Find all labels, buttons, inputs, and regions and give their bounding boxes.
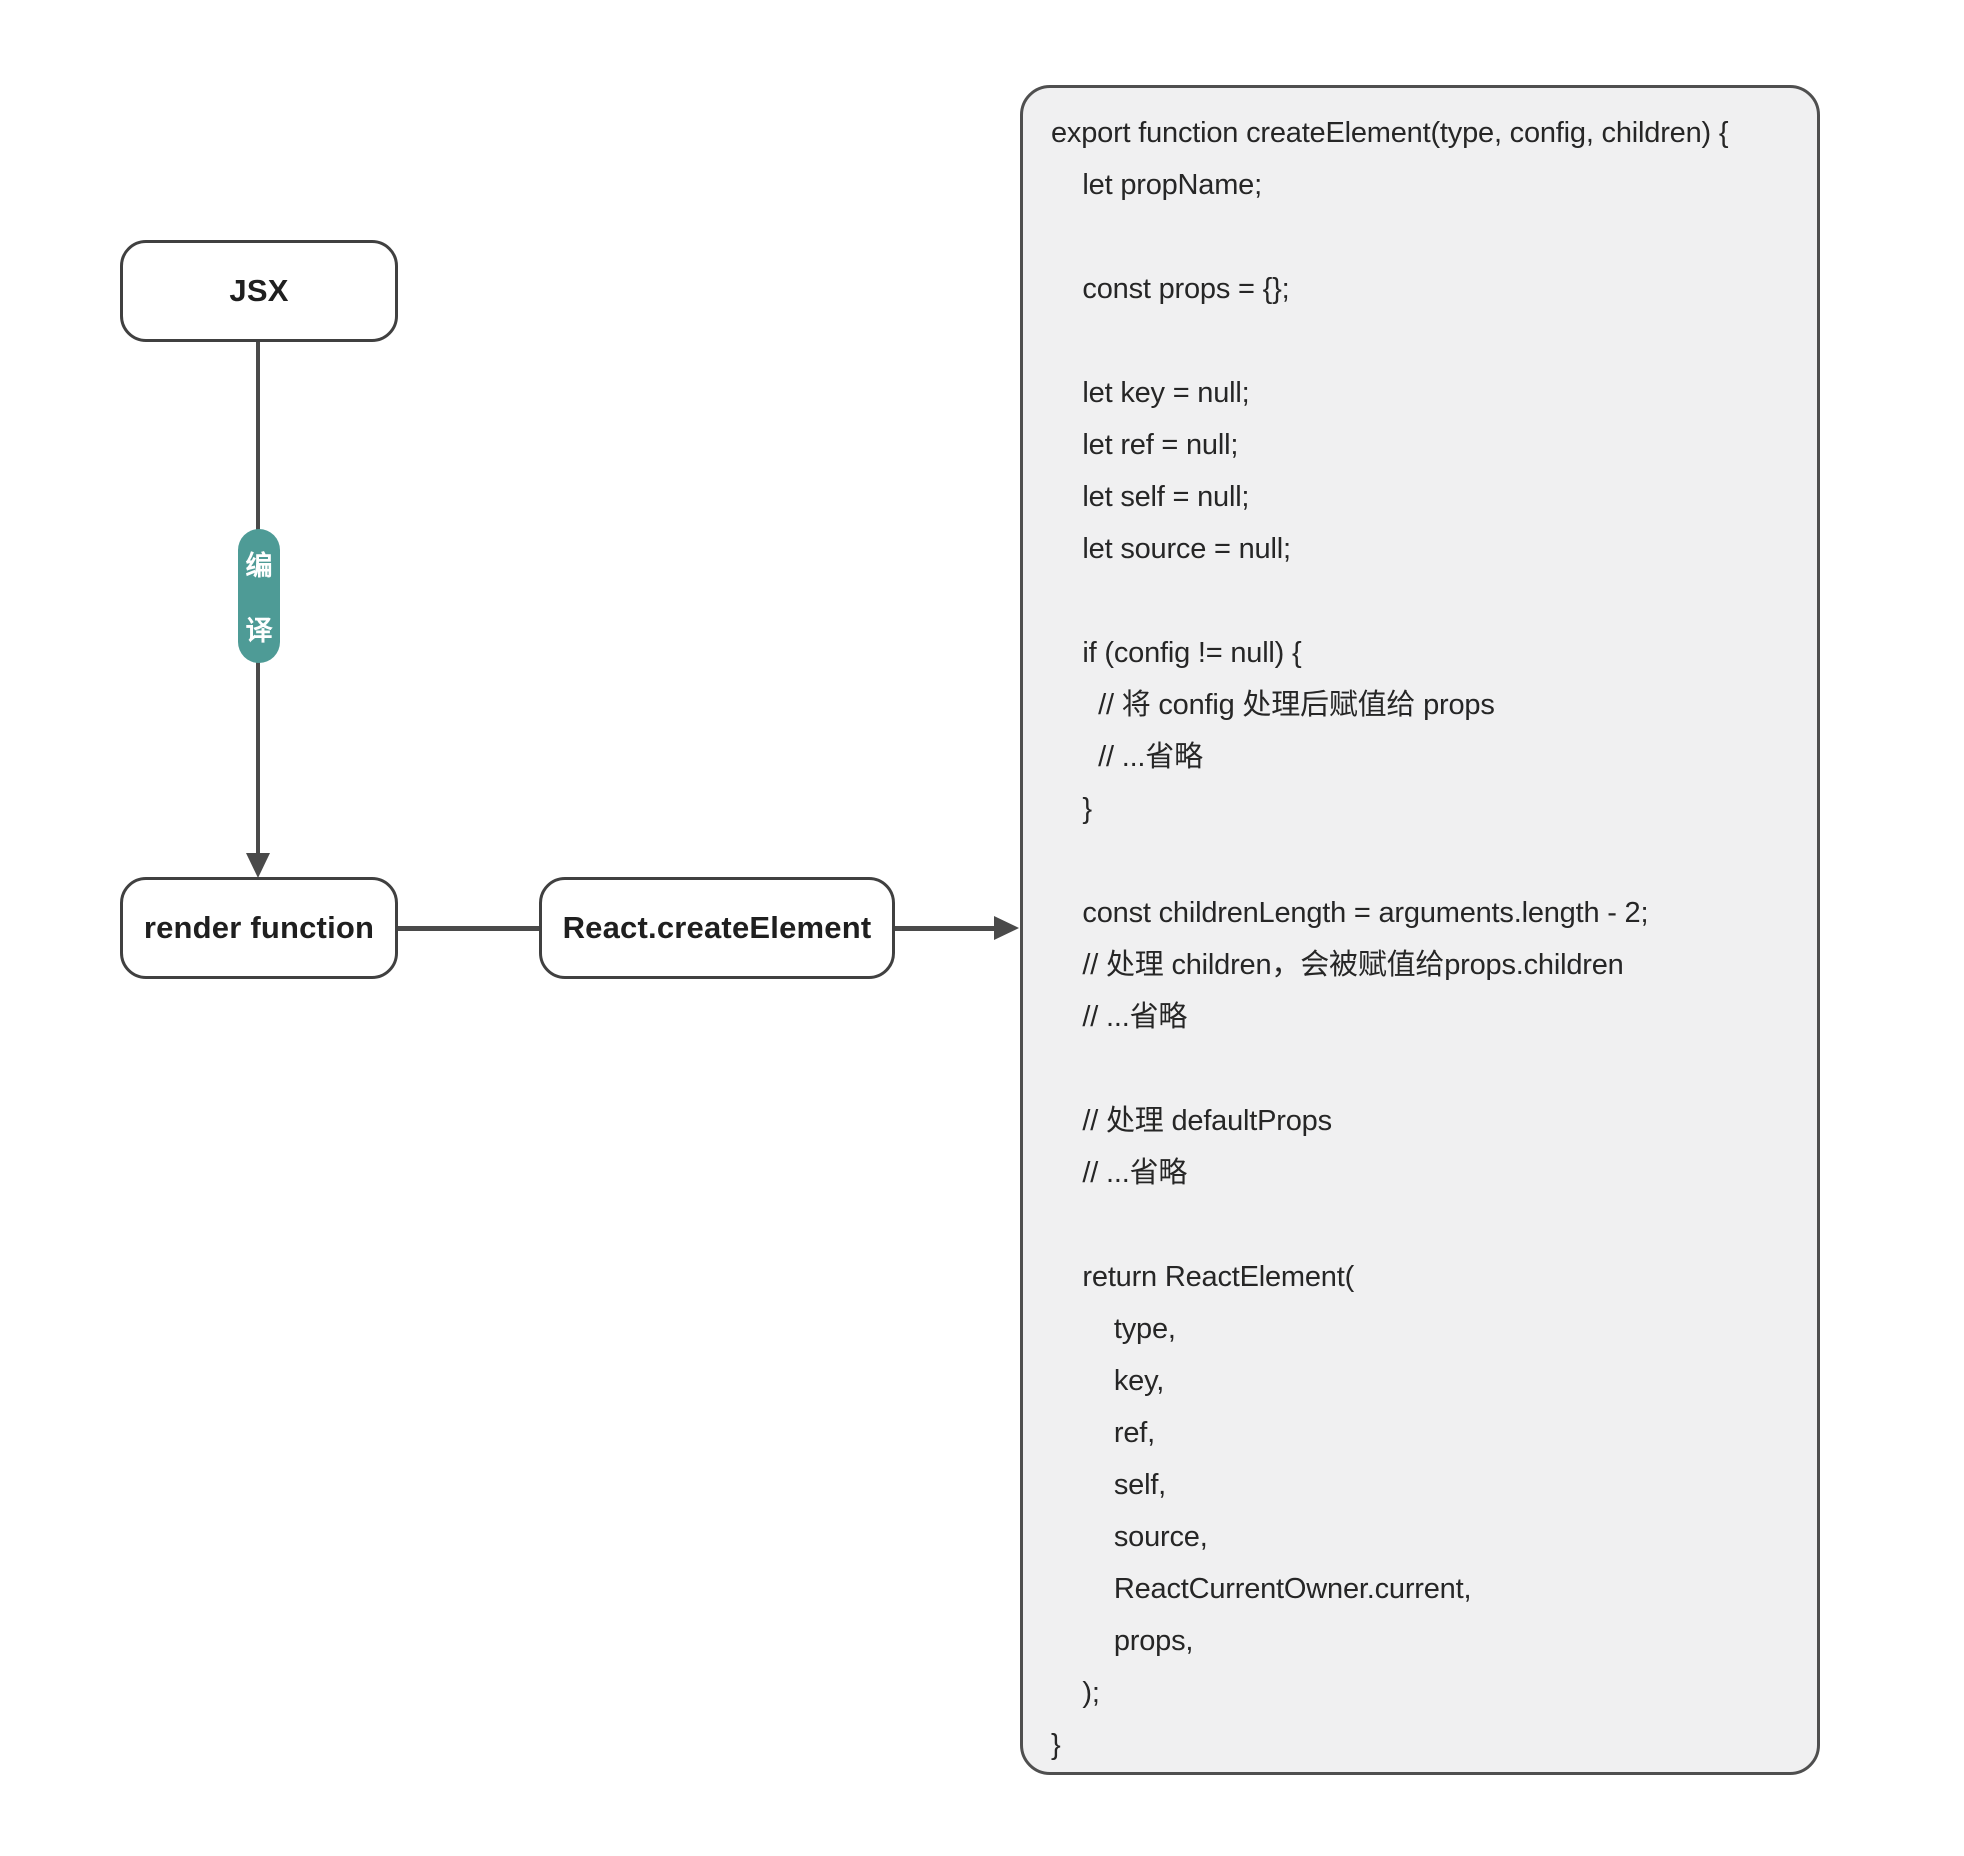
code-line: // ...省略 [1051, 1001, 1188, 1033]
code-line [1051, 1043, 1797, 1095]
code-line: ReactCurrentOwner.current, [1051, 1573, 1472, 1605]
code-line: // ...省略 [1051, 741, 1203, 773]
code-line [1051, 575, 1797, 627]
render-function-node-label: render function [143, 910, 375, 945]
code-line: // 将 config 处理后赋值给 props [1051, 689, 1495, 721]
code-line: // 处理 children，会被赋值给props.children [1051, 949, 1624, 981]
code-line: const props = {}; [1051, 273, 1290, 305]
code-line: if (config != null) { [1051, 637, 1302, 669]
code-line: ); [1051, 1677, 1100, 1709]
jsx-node-label: JSX [229, 273, 289, 308]
compile-pill-char-top: 编 [245, 551, 273, 581]
create-element-node-label: React.createElement [562, 910, 872, 945]
code-line: source, [1051, 1521, 1208, 1553]
jsx-node: JSX [120, 240, 398, 342]
code-line: let source = null; [1051, 533, 1291, 565]
compile-pill: 编 译 [238, 529, 280, 663]
code-line: key, [1051, 1365, 1165, 1397]
code-line [1051, 315, 1797, 367]
code-panel: export function createElement(type, conf… [1020, 85, 1820, 1775]
render-function-node: render function [120, 877, 398, 979]
code-line: let self = null; [1051, 481, 1250, 513]
arrowhead-down-icon [246, 853, 270, 878]
code-line: self, [1051, 1469, 1167, 1501]
code-line: props, [1051, 1625, 1194, 1657]
code-line [1051, 1199, 1797, 1251]
code-line: let ref = null; [1051, 429, 1239, 461]
create-element-node: React.createElement [539, 877, 895, 979]
code-line: let key = null; [1051, 377, 1250, 409]
code-line: let propName; [1051, 169, 1262, 201]
code-line: type, [1051, 1313, 1176, 1345]
code-line: const childrenLength = arguments.length … [1051, 897, 1649, 929]
code-line: return ReactElement( [1051, 1261, 1355, 1293]
connector-create-to-code [895, 926, 997, 931]
compile-pill-char-bottom: 译 [245, 616, 273, 646]
code-line: } [1051, 1729, 1061, 1761]
code-line: // 处理 defaultProps [1051, 1105, 1332, 1137]
connector-render-to-create [398, 926, 539, 931]
arrowhead-right-icon [994, 916, 1019, 940]
code-line: // ...省略 [1051, 1157, 1188, 1189]
code-line [1051, 211, 1797, 263]
code-line: ref, [1051, 1417, 1155, 1449]
code-line: export function createElement(type, conf… [1051, 117, 1729, 149]
code-line [1051, 835, 1797, 887]
code-line: } [1051, 793, 1092, 825]
